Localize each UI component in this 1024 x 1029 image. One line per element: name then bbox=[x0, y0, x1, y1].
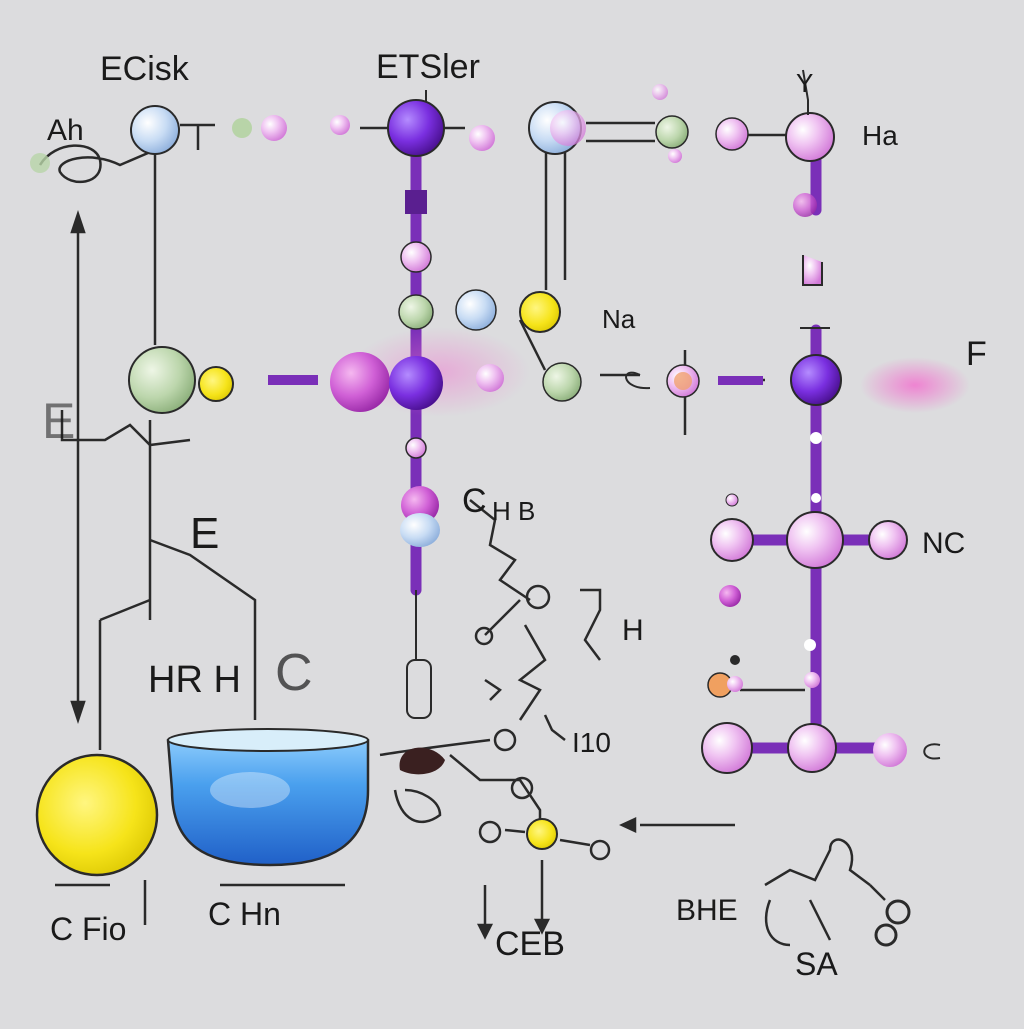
splash-right bbox=[860, 357, 970, 413]
atom-blue-chain bbox=[455, 289, 497, 331]
atom-tiny-nc bbox=[725, 493, 739, 507]
label-f-right: F bbox=[966, 335, 987, 373]
bond-c-right bbox=[923, 743, 941, 760]
atom-pink-bottom-right bbox=[873, 733, 907, 767]
atom-white-dot-3 bbox=[804, 639, 816, 651]
atom-ha bbox=[785, 112, 835, 162]
ring-atom-5 bbox=[478, 820, 502, 844]
dark-blob bbox=[399, 747, 445, 775]
label-sa: SA bbox=[795, 946, 838, 982]
ring-bhe-1 bbox=[885, 899, 911, 925]
label-bhe: BHE bbox=[676, 894, 738, 927]
label-na: Na bbox=[602, 304, 636, 334]
atom-ah bbox=[130, 105, 180, 155]
label-c-mid: C bbox=[275, 644, 313, 702]
atom-pink-ha-left bbox=[715, 117, 749, 151]
atom-dark-small bbox=[730, 655, 740, 665]
arrows bbox=[70, 210, 637, 940]
ring-bond-ah bbox=[38, 144, 156, 184]
atom-yellow-small bbox=[198, 366, 234, 402]
atom-yellow-ceb bbox=[526, 818, 558, 850]
label-ah: Ah bbox=[47, 114, 84, 147]
atom-pink-chain-1 bbox=[400, 241, 432, 273]
bond-y bbox=[802, 69, 809, 115]
test-tube bbox=[406, 659, 432, 719]
label-y: Y bbox=[796, 68, 813, 98]
ring-bhe-2 bbox=[874, 923, 898, 947]
beaker-rim bbox=[167, 728, 369, 752]
bond-stub-left bbox=[268, 375, 318, 385]
atom-yellow-na bbox=[519, 291, 561, 333]
bond-stub-right bbox=[718, 376, 763, 385]
atom-pink-small-chain bbox=[405, 437, 427, 459]
atom-pink-nc-below bbox=[719, 585, 741, 607]
label-ha: Ha bbox=[862, 120, 898, 151]
atom-white-dot-2 bbox=[811, 493, 821, 503]
label-c-hn: C Hn bbox=[208, 896, 281, 932]
ring-atom-4 bbox=[510, 776, 534, 800]
atom-blue-top-overlay bbox=[550, 110, 586, 146]
label-hb: H B bbox=[492, 496, 535, 526]
label-ecisk: ECisk bbox=[100, 50, 190, 88]
label-ceb: CEB bbox=[495, 925, 565, 963]
atom-green-center-right bbox=[542, 362, 582, 402]
ring-atom-1 bbox=[525, 584, 551, 610]
atom-pink-bottom-left bbox=[701, 722, 753, 774]
atom-pink-nc-left bbox=[710, 518, 754, 562]
atom-nc bbox=[868, 520, 908, 560]
atom-pink-ha-below bbox=[793, 193, 817, 217]
label-h-small: H bbox=[622, 614, 644, 647]
bond-t bbox=[180, 123, 215, 150]
ring-atom-6 bbox=[589, 839, 611, 861]
atom-violet-center bbox=[389, 356, 443, 410]
atom-green-top bbox=[655, 115, 689, 149]
atom-pink-ha-tail bbox=[802, 255, 823, 286]
bond-block bbox=[405, 190, 427, 214]
ring-atom-2 bbox=[474, 626, 494, 646]
atom-blue-lower bbox=[400, 513, 440, 547]
atom-small-green bbox=[232, 118, 252, 138]
label-e-left: E bbox=[42, 393, 75, 449]
atom-small-pink-b bbox=[330, 115, 350, 135]
atom-tiny-pink-1 bbox=[668, 149, 682, 163]
skeletal-structure-middle bbox=[379, 499, 602, 847]
atom-pink-right-etsler bbox=[469, 125, 495, 151]
bond-curve-na bbox=[625, 371, 651, 390]
atom-small-green-left bbox=[30, 153, 50, 173]
skeletal-structure-right bbox=[764, 838, 886, 947]
atom-green-large bbox=[128, 346, 196, 414]
atom-pink-small-right bbox=[804, 672, 820, 688]
atom-nc-center bbox=[786, 511, 844, 569]
atom-tiny-pink-2 bbox=[652, 84, 668, 100]
label-i10: I10 bbox=[572, 727, 611, 758]
ring-atom-3 bbox=[493, 728, 517, 752]
label-nc: NC bbox=[922, 527, 965, 560]
label-hr-h: HR H bbox=[148, 659, 241, 701]
atom-magenta-center bbox=[330, 352, 390, 412]
beaker-highlight bbox=[210, 772, 290, 808]
label-c-upper: C bbox=[462, 482, 487, 520]
atom-orange-core bbox=[674, 372, 692, 390]
label-e-mid: E bbox=[190, 509, 219, 558]
atom-white-dot-1 bbox=[810, 432, 822, 444]
atom-pink-bottom-center bbox=[787, 723, 837, 773]
label-etsler: ETSler bbox=[376, 48, 480, 86]
atom-etsler bbox=[387, 99, 445, 157]
atom-yellow-large bbox=[35, 753, 159, 877]
atom-magenta-lower bbox=[401, 486, 439, 524]
atom-f bbox=[790, 354, 842, 406]
atom-green-chain bbox=[398, 294, 434, 330]
label-c-fio: C Fio bbox=[50, 911, 126, 947]
atom-pink-center-right bbox=[476, 364, 504, 392]
atom-pink-orange-pair bbox=[727, 676, 743, 692]
atom-small-pink-a bbox=[261, 115, 287, 141]
